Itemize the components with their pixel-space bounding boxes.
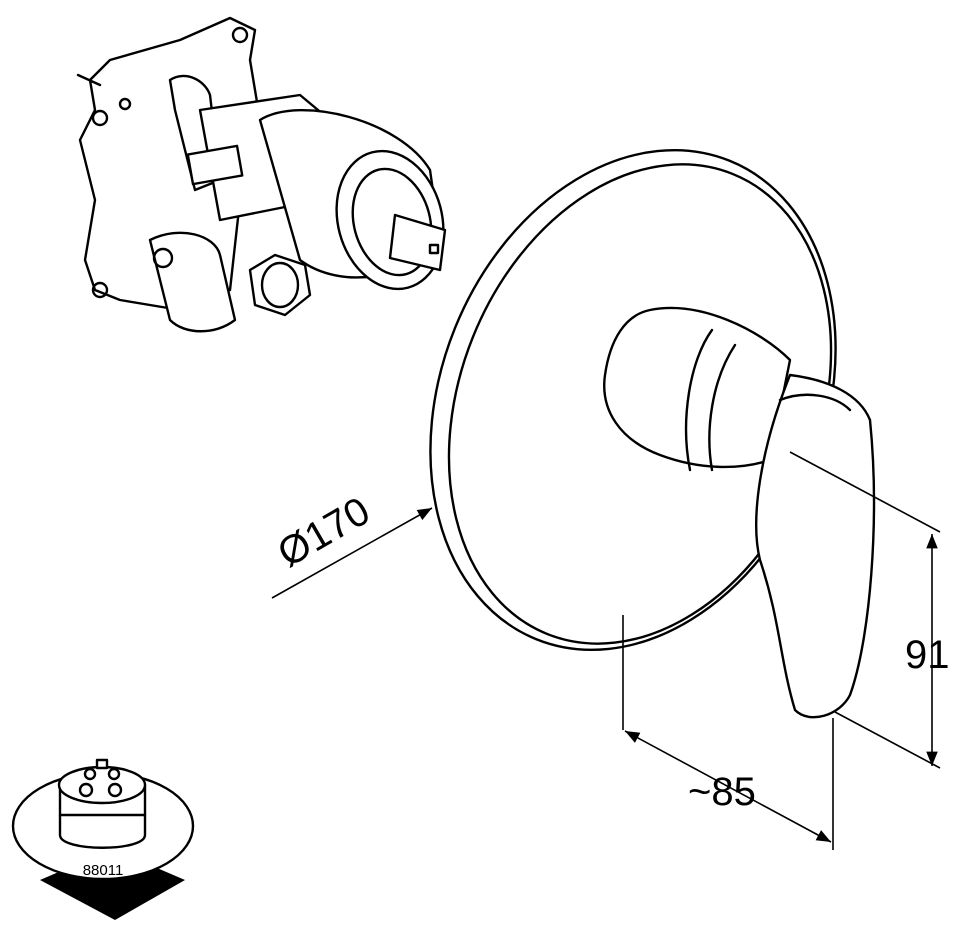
- height-label: 91: [905, 633, 950, 677]
- concealed-valve-body: [76, 16, 447, 333]
- part-number-label: 88011: [83, 862, 124, 879]
- dimension-diameter: Ø170: [271, 489, 433, 599]
- diameter-label: Ø170: [271, 489, 378, 576]
- part-88011-icon: 88011: [11, 758, 195, 920]
- dimension-height: 91: [789, 451, 950, 769]
- depth-label: ~85: [688, 770, 756, 814]
- dimension-depth: ~85: [622, 615, 834, 850]
- mixer-handle: [603, 306, 876, 719]
